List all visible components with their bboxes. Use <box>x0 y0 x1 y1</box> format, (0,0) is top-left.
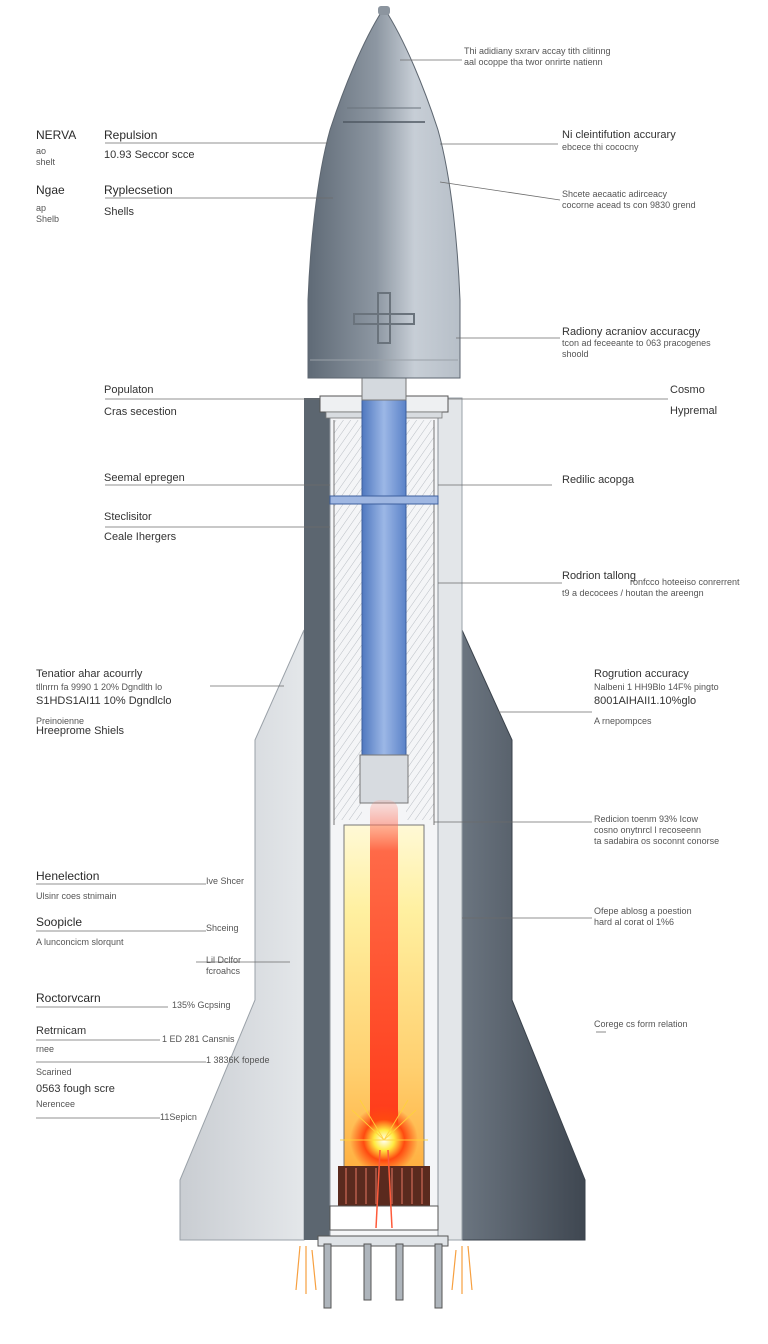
label-left-6a: Tenatior ahar acourrly <box>36 668 143 680</box>
label-roctorvcarn-tag: 135% Gcpsing <box>172 1000 231 1010</box>
label-nerva-sub2: shelt <box>36 157 56 167</box>
label-ryplecsetion: Ryplecsetion <box>104 183 173 197</box>
label-retrnicam-tag2: 1 3836K fopede <box>206 1055 270 1065</box>
label-retrnicam-tag: 1 ED 281 Cansnis <box>162 1034 235 1044</box>
hydrogen-flame <box>370 800 398 1140</box>
label-scarined: Scarined <box>36 1067 72 1077</box>
hydrogen-tank <box>361 399 407 756</box>
label-soopicle: Soopicle <box>36 915 83 929</box>
label-nerva-sub1: ao <box>36 146 47 156</box>
label-shells: Shells <box>104 206 134 218</box>
nose-cone <box>307 7 461 379</box>
nose-neck <box>361 375 407 401</box>
label-right-8b: cosno onytnrcl l recoseenn <box>594 825 702 835</box>
label-steclisitor: Steclisitor <box>104 511 152 523</box>
label-retrnicam-sub: rnee <box>36 1044 55 1054</box>
label-ngae: Ngae <box>36 183 65 197</box>
label-right-6a: Rodrion tallong <box>562 570 636 582</box>
right-fin <box>461 629 586 1241</box>
body-outer-right <box>437 397 463 1241</box>
body-outer-left <box>304 398 330 1240</box>
label-fough-scre: 0563 fough scre <box>36 1083 115 1095</box>
label-right-9a: Ofepe ablosg a poestion <box>594 906 692 916</box>
label-left-9-tag-b: fcroahcs <box>206 966 241 976</box>
label-henelection: Henelection <box>36 869 100 883</box>
label-right-9b: hard al corat ol 1%6 <box>594 917 675 927</box>
label-cras-secestion: Cras secestion <box>104 406 177 418</box>
label-right-7d: A rnepompces <box>594 716 652 726</box>
label-right-6c: t9 a decocees / houtan the areengn <box>562 588 704 598</box>
label-left-6c: S1HDS1AI11 10% Dgndlclo <box>36 695 172 707</box>
label-right-2b: cocorne acead ts con 9830 grend <box>562 200 696 210</box>
label-nerva: NERVA <box>36 128 77 142</box>
label-soopicle-tag: Shceing <box>206 923 239 933</box>
nose-tip <box>378 6 390 15</box>
label-right-8c: ta sadabira os soconnt conorse <box>594 836 720 846</box>
label-hypremal: Hypremal <box>670 405 718 417</box>
label-left-9-tag-a: Lil Dclfor <box>206 955 242 965</box>
shield-hatch-left <box>334 420 362 820</box>
fuel-rods <box>338 1166 430 1206</box>
label-right-3c: shoold <box>562 349 589 359</box>
label-left-6e: Hreeprome Shiels <box>36 725 125 737</box>
leader-lines <box>36 59 668 1119</box>
label-cosmo: Cosmo <box>670 384 705 396</box>
label-right-10: Corege cs form relation <box>594 1019 688 1029</box>
label-sepicn-tag: 11Sepicn <box>160 1112 197 1122</box>
label-populaton: Populaton <box>104 384 154 396</box>
nozzle-base <box>317 1235 449 1247</box>
label-ngae-sub2: Shelb <box>36 214 60 224</box>
label-right-6b: ronfcco hoteeiso conrerrent <box>630 577 740 587</box>
label-left-6d: Preinoienne <box>36 716 85 726</box>
exhaust-sparks <box>295 1245 473 1294</box>
label-redilic-acopga: Redilic acopga <box>562 474 635 486</box>
label-right-8a: Redicion toenm 93% Icow <box>594 814 699 824</box>
tank-ring <box>329 495 439 505</box>
shield-hatch-right <box>406 420 434 820</box>
label-repulsion-sub: 10.93 Seccor scce <box>104 149 195 161</box>
label-ceale-ihergers: Ceale Ihergers <box>104 531 177 543</box>
label-left-6b: tllnrrn fa 9990 1 20% Dgndlth lo <box>36 682 163 692</box>
nozzle-pipes <box>323 1243 443 1309</box>
label-henelection-tag: Ive Shcer <box>206 876 245 886</box>
left-fin <box>179 629 305 1241</box>
core-rays <box>340 1099 428 1141</box>
label-top-right-2: aal ocoppe tha twor onrirte natienn <box>464 57 603 67</box>
label-nerencee: Nerencee <box>36 1099 76 1109</box>
label-roctorvcarn: Roctorvcarn <box>36 991 101 1005</box>
label-right-2a: Shcete aecaatic adirceacy <box>562 189 668 199</box>
label-right-7b: Nalbeni 1 HH9Blo 14F% pingto <box>594 682 719 692</box>
label-right-1b: ebcece thi cococny <box>562 142 639 152</box>
nose-hatch-icon <box>353 292 415 344</box>
label-ngae-sub1: ap <box>36 203 47 213</box>
label-henelection-sub: Ulsinr coes stnimain <box>36 891 117 901</box>
label-right-7a: Rogrution accuracy <box>594 668 689 680</box>
label-right-1a: Ni cleintifution accurary <box>562 129 676 141</box>
label-retrnicam: Retrnicam <box>36 1025 87 1037</box>
label-right-3a: Radiony acraniov accuracgy <box>562 326 701 338</box>
label-top-right-1: Thi adidiany sxrarv accay tith clitinng <box>464 46 611 56</box>
label-right-7c: 8001AIHAII1.10%glo <box>594 695 697 707</box>
label-repulsion: Repulsion <box>104 128 158 142</box>
label-right-3b: tcon ad feceeante to 063 pracogenes <box>562 338 711 348</box>
label-seemal-epregen: Seemal epregen <box>104 472 185 484</box>
label-soopicle-sub: A lunconcicm slorqunt <box>36 937 124 947</box>
